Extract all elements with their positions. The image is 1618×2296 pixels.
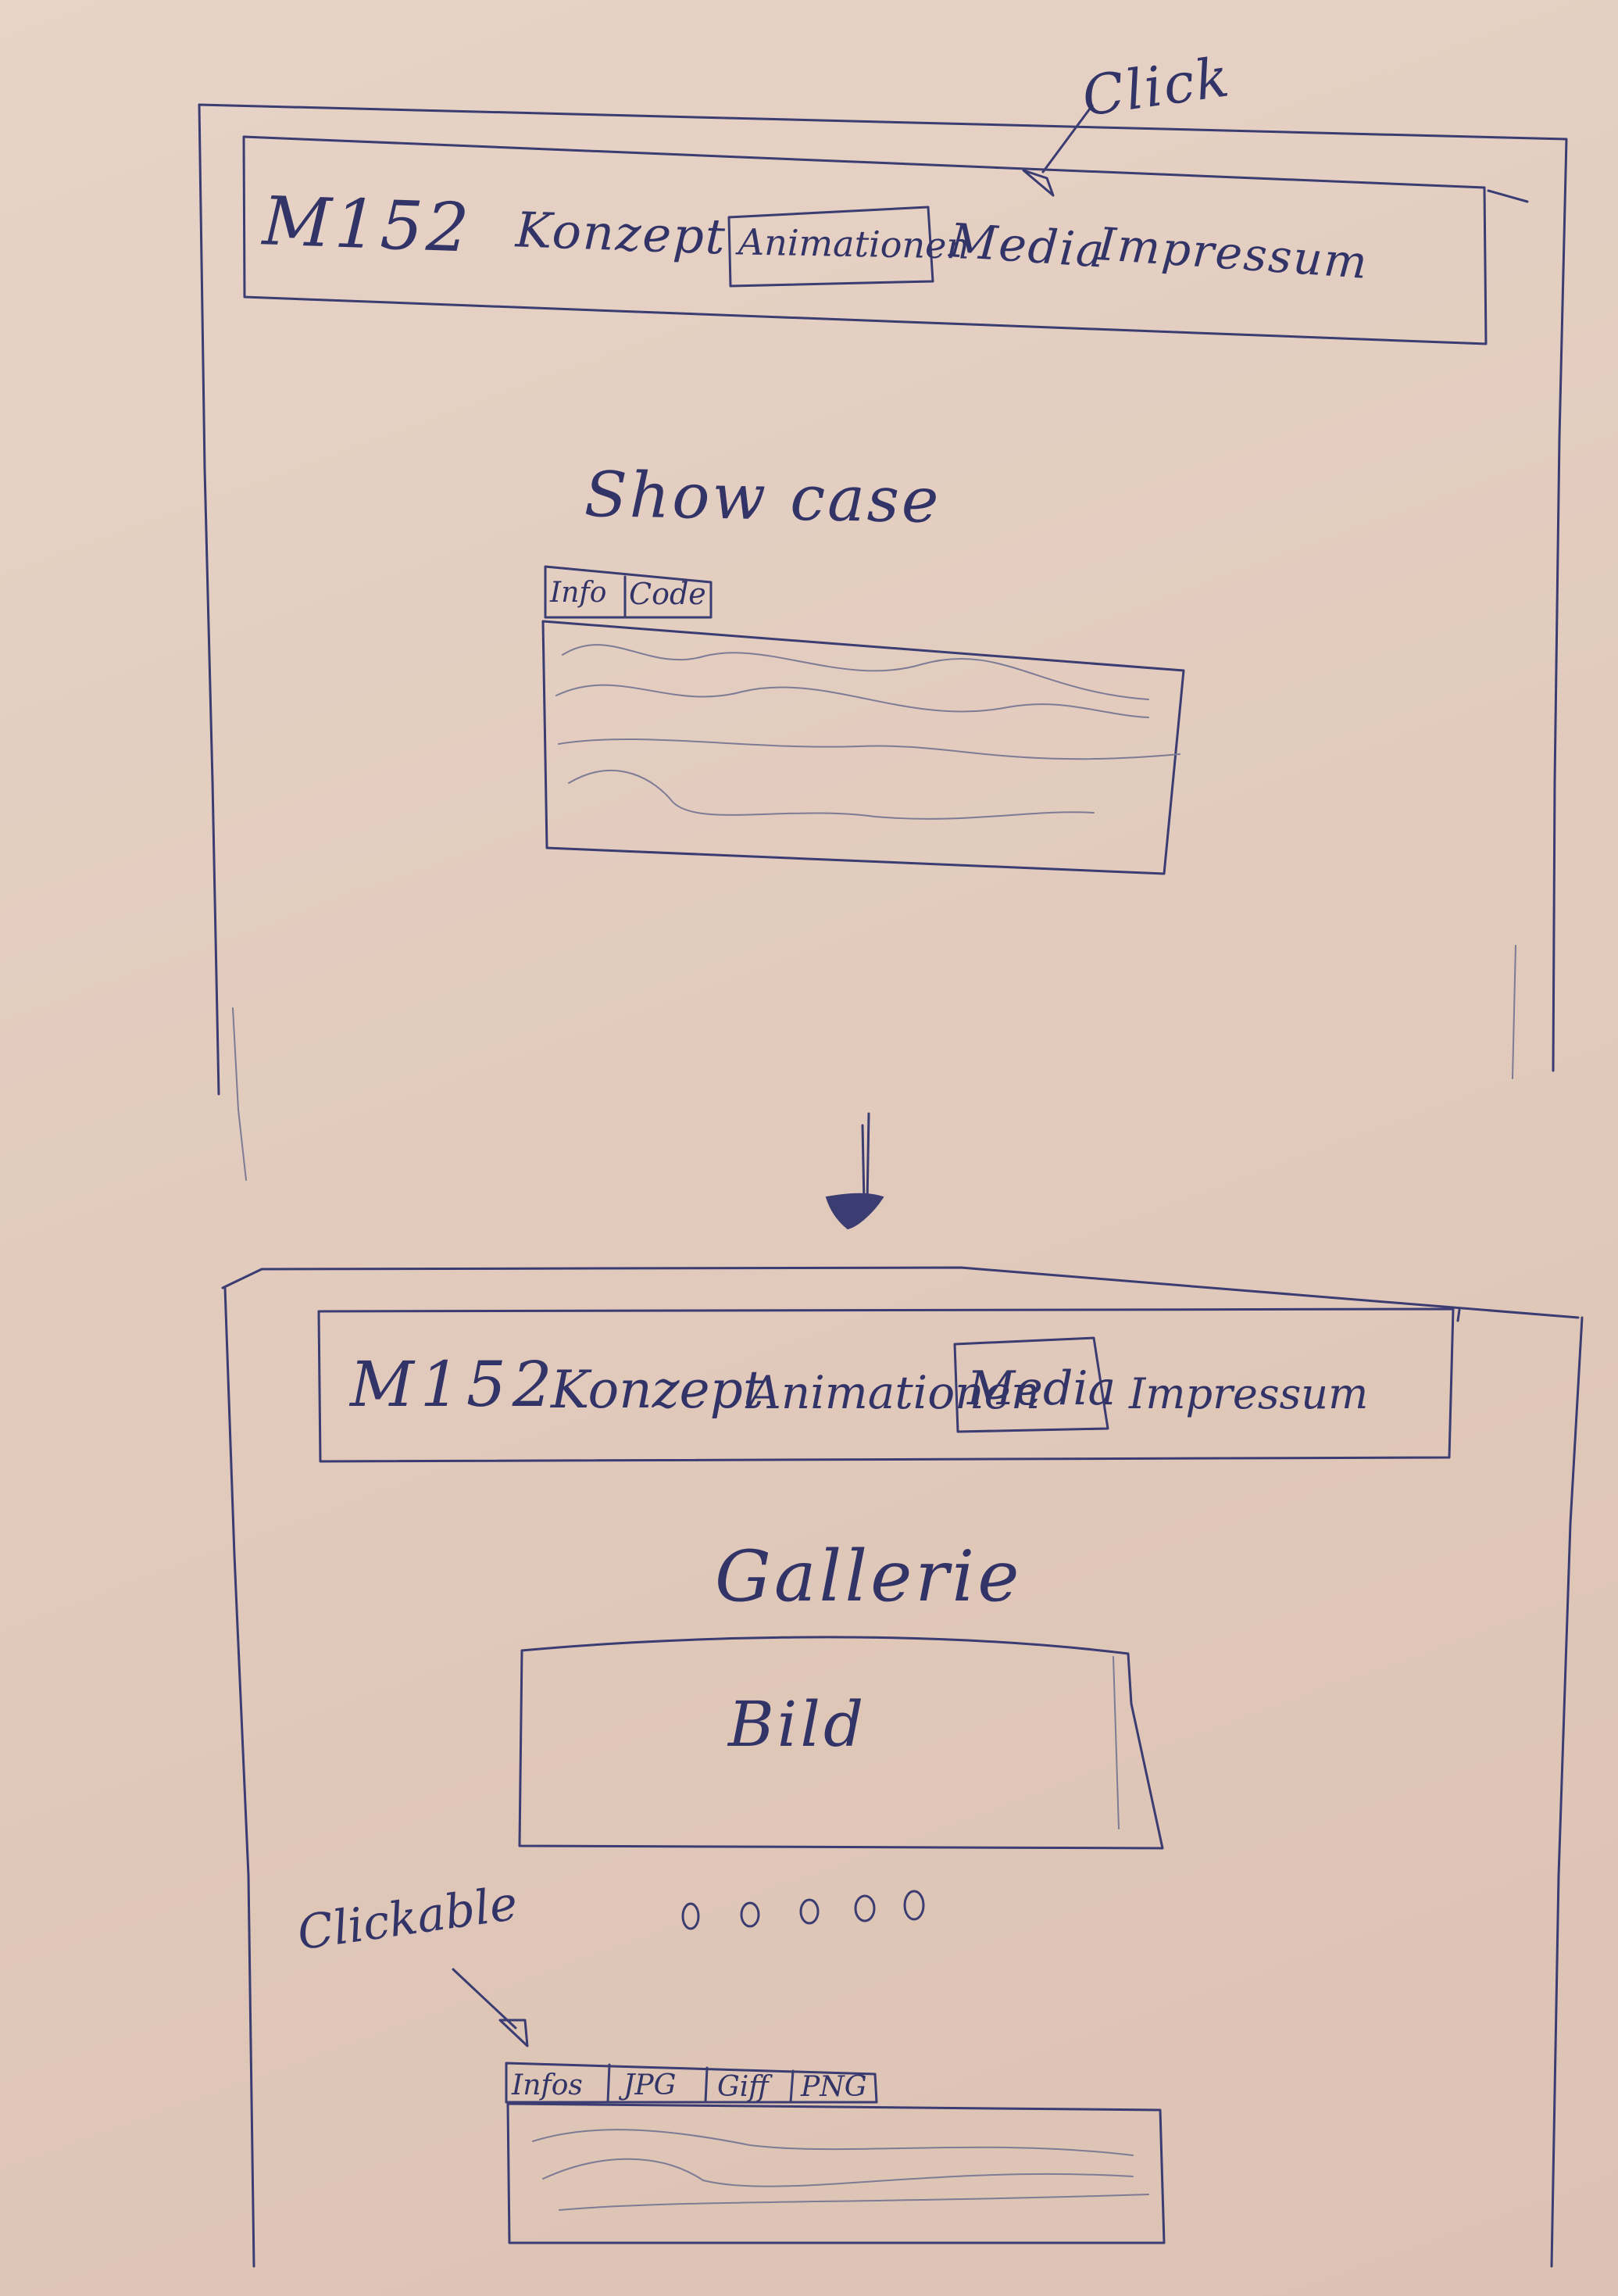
gallery-image-frame <box>518 1636 1164 1850</box>
screen2-logo: M152 <box>350 1348 559 1421</box>
screen2-placeholder-text-lines <box>532 2129 1149 2211</box>
screen1-navbar <box>242 135 1529 345</box>
screen2-tab-infos[interactable]: Infos <box>512 2069 583 2101</box>
carousel-dot-5[interactable] <box>903 1890 925 1921</box>
screen2-active-tab-box <box>953 1336 1109 1433</box>
screen1-code-panel <box>541 565 1185 875</box>
screen2-nav-media[interactable]: Media <box>967 1361 1116 1416</box>
screen1-heading: Show case <box>584 458 942 537</box>
screen1-placeholder-text-lines <box>555 644 1180 820</box>
carousel-dot-1[interactable] <box>681 1902 700 1930</box>
screen2-nav-konzept[interactable]: Konzept <box>551 1360 764 1420</box>
screen2-browser-frame <box>221 1266 1584 2268</box>
screen1-logo: M152 <box>261 182 473 268</box>
gallery-image-placeholder: Bild <box>728 1688 867 1761</box>
transition-arrow <box>825 1112 884 1230</box>
carousel-dot-4[interactable] <box>854 1894 876 1922</box>
screen2-info-panel <box>505 2062 1166 2244</box>
screen2-nav-animationen[interactable]: Animationen <box>748 1366 1041 1419</box>
screen2-tab-jpg[interactable]: JPG <box>623 2069 677 2101</box>
screen2-nav-impressum[interactable]: Impressum <box>1129 1369 1369 1418</box>
screen1-nav-animationen[interactable]: Animationen <box>738 220 970 267</box>
carousel-dot-2[interactable] <box>740 1901 760 1928</box>
carousel-dot-3[interactable] <box>799 1898 820 1925</box>
click-arrow <box>1022 104 1094 197</box>
screen1-tab-code[interactable]: Code <box>629 577 706 611</box>
screen1-active-tab-box <box>727 206 934 288</box>
screen1-nav-media[interactable]: Media <box>947 213 1108 279</box>
screen2-heading: Gallerie <box>715 1536 1023 1618</box>
carousel-dots[interactable] <box>681 1890 925 1930</box>
screen1-browser-frame <box>198 103 1568 1181</box>
screen1-nav-konzept[interactable]: Konzept <box>514 201 728 266</box>
screen2-tab-giff[interactable]: Giff <box>717 2071 769 2103</box>
screen1-tab-info[interactable]: Info <box>550 577 607 609</box>
clickable-arrow <box>452 1968 529 2047</box>
screen2-tab-png[interactable]: PNG <box>801 2071 867 2103</box>
screen2-navbar <box>317 1307 1461 1463</box>
